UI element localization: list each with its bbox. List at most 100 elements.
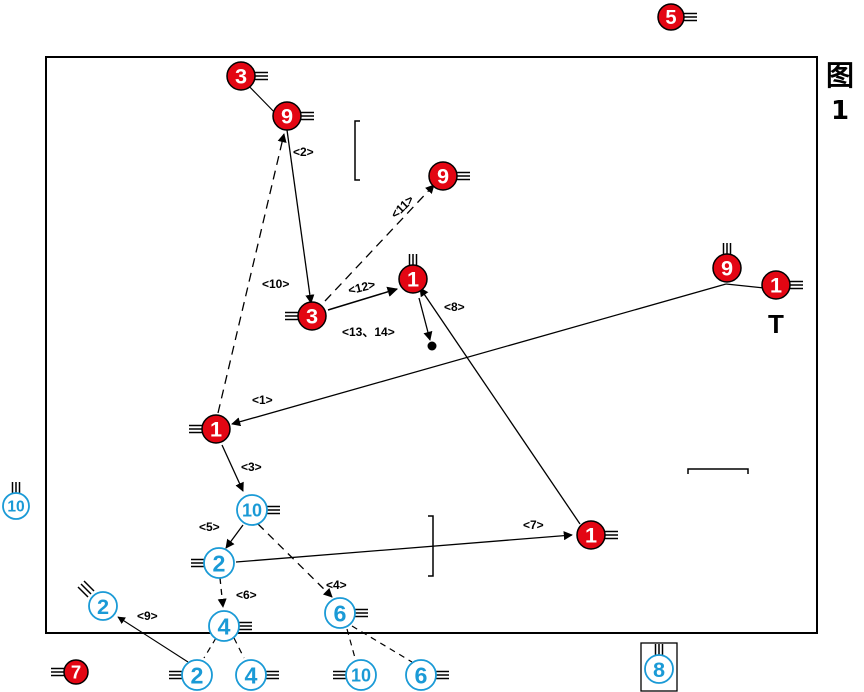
- player-defense-6: 6: [405, 659, 449, 691]
- arrow-label-13-14: <13、14>: [342, 325, 395, 339]
- player-defense-4: 4: [208, 610, 252, 642]
- arrow-label-4: <4>: [326, 578, 347, 592]
- arrow-label-1: <1>: [252, 393, 273, 407]
- facing-lines: [11, 482, 21, 493]
- facing-lines: [301, 111, 314, 121]
- move-line-10: [286, 129, 315, 304]
- player-defense-8: 8: [640, 642, 678, 692]
- player-number: 4: [218, 613, 231, 639]
- player-disc: [235, 659, 267, 691]
- player-defense-6: 6: [324, 597, 368, 629]
- player-number: 1: [585, 523, 597, 548]
- player-number: 10: [242, 500, 262, 520]
- player-disc: [226, 61, 256, 91]
- player-number: 9: [437, 164, 449, 189]
- facing-lines: [51, 667, 64, 677]
- facing-lines: [191, 558, 204, 568]
- marker-t: T: [768, 309, 784, 339]
- move-line-13: [418, 297, 433, 341]
- player-number: 4: [245, 662, 258, 688]
- move-line-7: [235, 531, 573, 563]
- player-defense-2: 2: [77, 580, 118, 621]
- player-number: 9: [281, 104, 293, 129]
- facing-lines: [605, 530, 618, 540]
- figure-number: 1: [830, 96, 850, 126]
- dash-6-to-10: [346, 628, 356, 659]
- player-number: 3: [235, 64, 247, 89]
- dash-4-to-2: [203, 637, 217, 659]
- player-disc: [201, 414, 231, 444]
- arrow-label-3: <3>: [241, 460, 262, 474]
- player-number: 1: [407, 267, 419, 292]
- facing-lines: [255, 71, 268, 81]
- player-number: 1: [210, 417, 222, 442]
- player-defense-10: 10: [236, 494, 280, 526]
- player-disc: [208, 610, 240, 642]
- dash-6-to-6: [351, 625, 413, 663]
- player-disc: [203, 547, 235, 579]
- player-number: 6: [334, 600, 347, 626]
- facing-lines: [77, 580, 95, 598]
- player-number: 2: [191, 662, 204, 688]
- player-disc: [428, 161, 458, 191]
- player-disc: [236, 494, 268, 526]
- player-attack-9: 9: [428, 161, 470, 191]
- player-attack-3: 3: [285, 301, 327, 331]
- player-disc: [272, 101, 302, 131]
- player-attack-1: 1: [398, 254, 428, 294]
- player-number: 10: [7, 499, 25, 516]
- player-disc: [2, 492, 30, 520]
- player-attack-3: 3: [226, 61, 268, 91]
- arrow-label-8: <8>: [444, 300, 465, 314]
- arrow-label-7: <7>: [523, 518, 544, 532]
- facing-lines: [266, 670, 279, 680]
- facing-lines: [457, 171, 470, 181]
- bracket-top: [354, 120, 360, 181]
- player-attack-9: 9: [712, 243, 742, 283]
- arrow-label-5: <5>: [199, 520, 220, 534]
- player-defense-2: 2: [169, 659, 213, 691]
- player-disc: [345, 659, 377, 691]
- player-attack-1: 1: [761, 270, 803, 300]
- player-attack-1: 1: [189, 414, 231, 444]
- move-line-8: [419, 287, 581, 525]
- player-defense-10: 10: [2, 482, 30, 520]
- field-border: [45, 56, 818, 634]
- facing-lines: [684, 12, 697, 22]
- player-number: 7: [71, 662, 81, 683]
- player-number: 9: [721, 256, 733, 281]
- facing-lines: [169, 670, 182, 680]
- arrow-label-2: <2>: [293, 145, 314, 159]
- facing-lines: [436, 670, 449, 680]
- player-number: 5: [665, 7, 676, 29]
- facing-lines: [239, 621, 252, 631]
- player-attack-9: 9: [272, 101, 314, 131]
- move-line-3: [221, 444, 244, 492]
- dash-4-to-4: [233, 637, 245, 659]
- player-disc: [88, 591, 118, 621]
- facing-lines: [189, 424, 202, 434]
- facing-lines: [267, 505, 280, 515]
- figure-char: 图: [826, 59, 855, 92]
- player-disc: [576, 520, 606, 550]
- move-line-5: [225, 524, 244, 549]
- facing-lines: [790, 280, 803, 290]
- player-disc: [405, 659, 437, 691]
- player-defense-10: 10: [333, 659, 377, 691]
- player-number: 2: [97, 594, 109, 619]
- player-disc: [63, 659, 89, 685]
- player-disc: [644, 654, 674, 684]
- player-number: 2: [213, 550, 226, 576]
- player-number: 1: [770, 273, 782, 298]
- move-line-9: [117, 616, 189, 663]
- player-number: 10: [351, 665, 371, 685]
- move-line-12: [327, 286, 399, 311]
- facing-lines: [722, 243, 732, 254]
- bracket-right: [687, 468, 749, 474]
- player-defense-4: 4: [235, 659, 279, 691]
- player-number: 8: [653, 657, 665, 682]
- player-box: [640, 642, 678, 692]
- arrow-label-12: <12>: [347, 277, 377, 297]
